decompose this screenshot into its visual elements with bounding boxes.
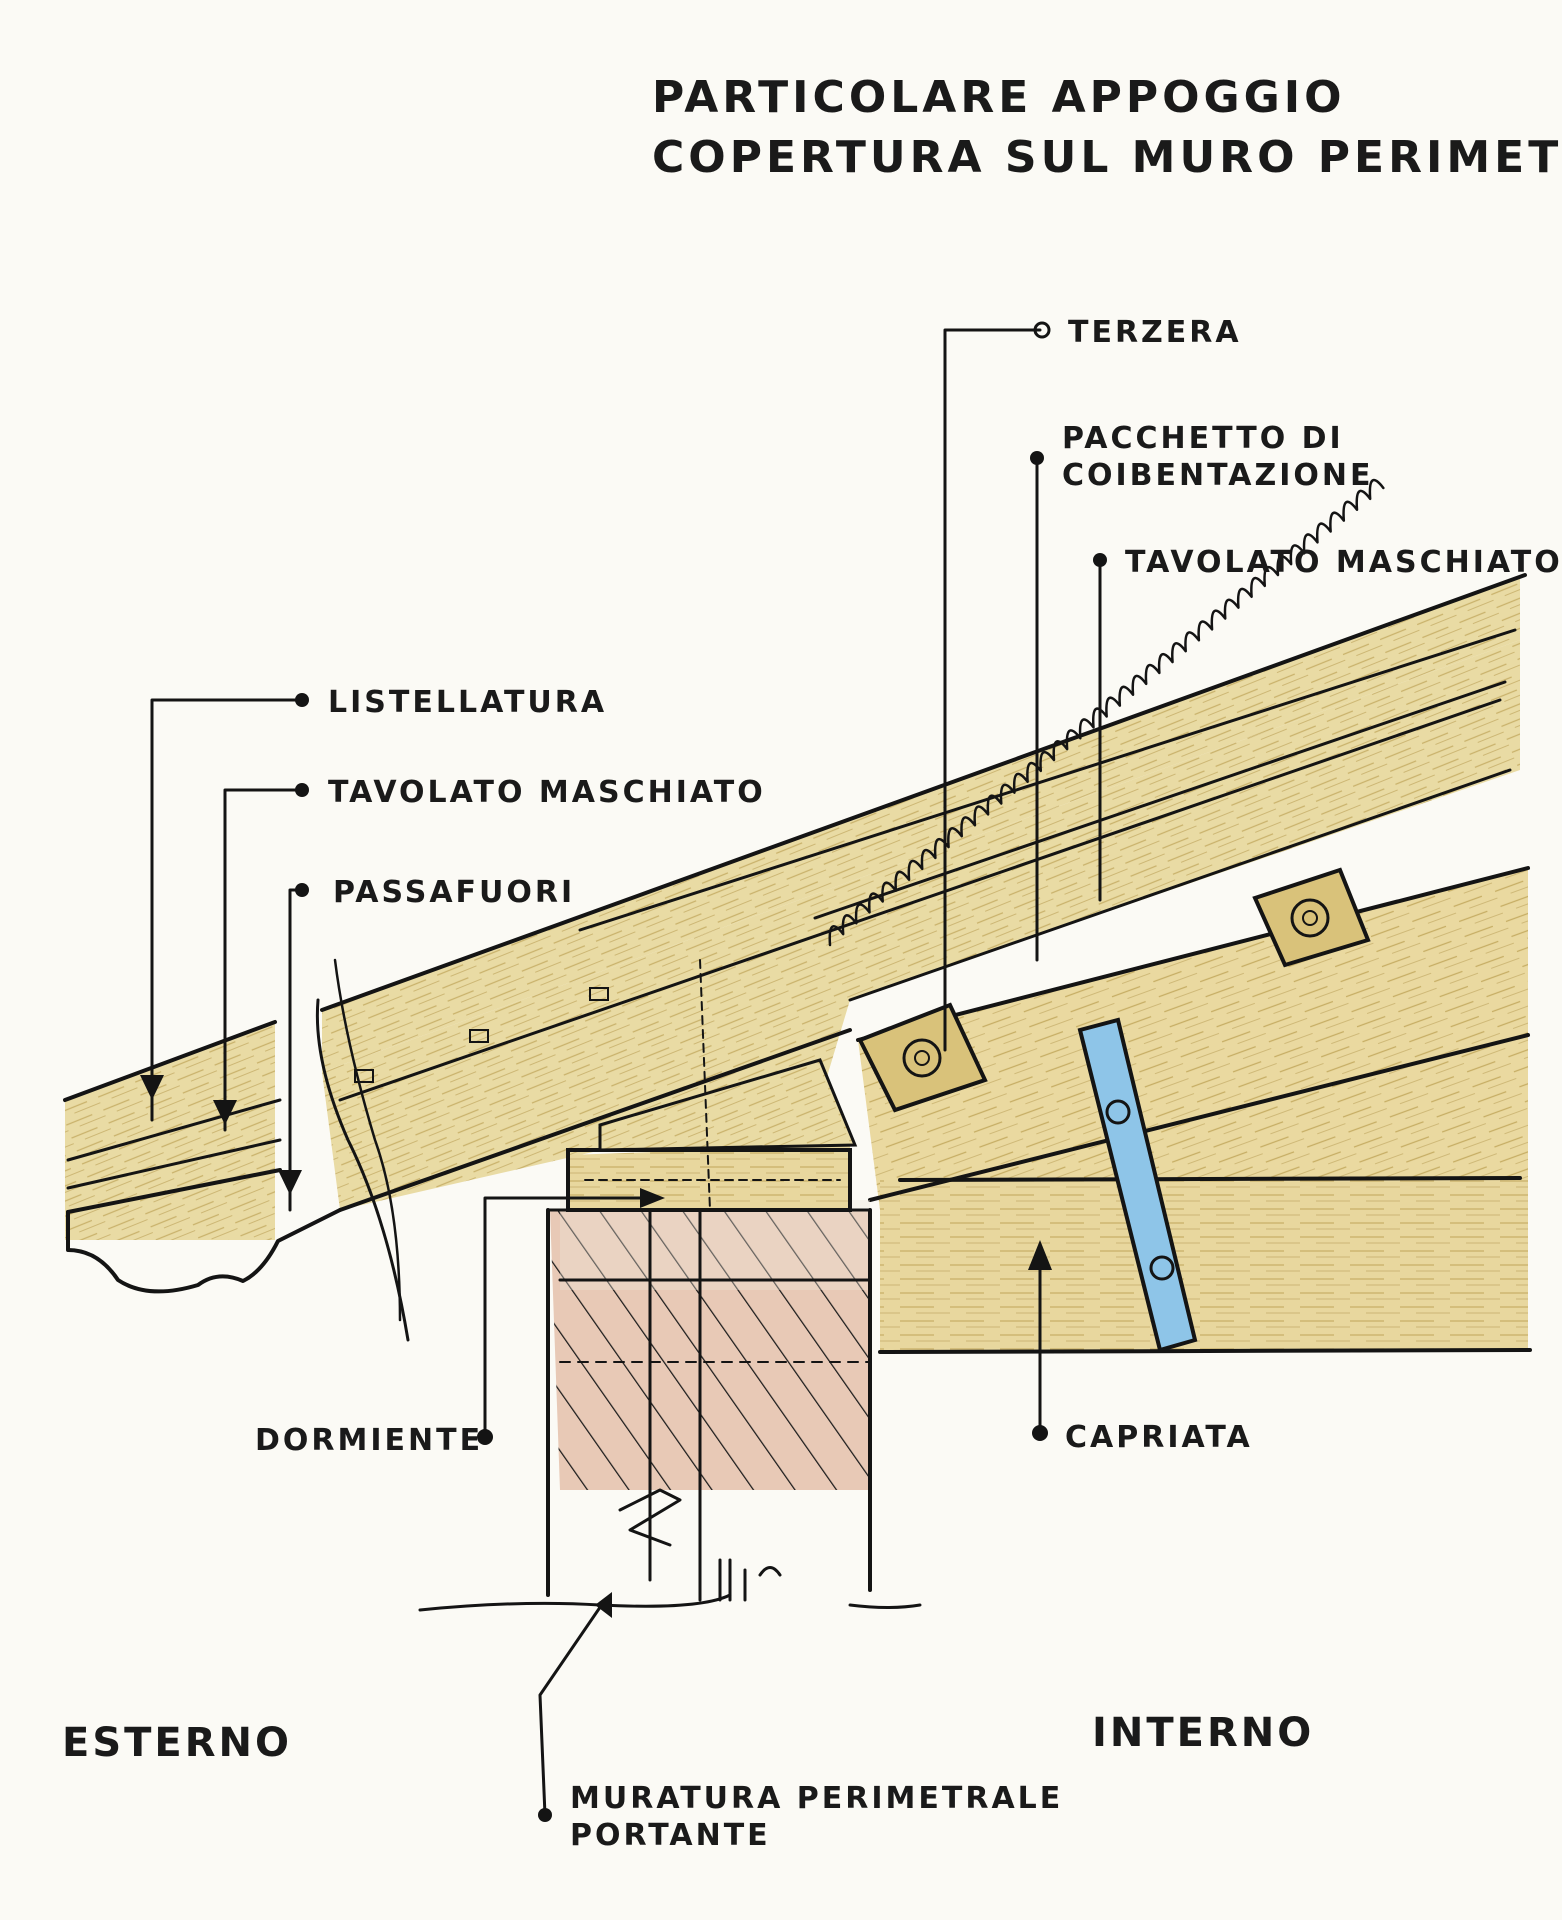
label-esterno: ESTERNO	[62, 1720, 292, 1766]
label-listellatura: LISTELLATURA	[328, 685, 607, 720]
label-tavolato-lower: TAVOLATO MASCHIATO	[328, 775, 766, 810]
terzera-purlins	[857, 867, 1371, 1113]
label-pacchetto-line-1: PACCHETTO DI	[1062, 421, 1344, 456]
label-muratura-line-2: PORTANTE	[570, 1818, 771, 1853]
metal-plate	[1077, 1017, 1198, 1353]
title-line-1: PARTICOLARE APPOGGIO	[652, 72, 1346, 123]
label-muratura-line-1: MURATURA PERIMETRALE	[570, 1781, 1063, 1816]
label-dormiente: DORMIENTE	[255, 1423, 483, 1458]
title-line-2: COPERTURA SUL MURO PERIMETRALE	[652, 132, 1562, 183]
label-capriata: CAPRIATA	[1065, 1420, 1253, 1455]
label-pacchetto-line-2: COIBENTAZIONE	[1062, 458, 1374, 493]
leader-lines	[140, 321, 1107, 1822]
label-tavolato-upper: TAVOLATO MASCHIATO	[1125, 545, 1562, 580]
dormiente-plate	[566, 959, 858, 1212]
capriata-truss	[856, 866, 1532, 1354]
roof-package	[320, 478, 1527, 1212]
eave-overhang	[63, 958, 410, 1342]
callout-labels: TERZERA PACCHETTO DI COIBENTAZIONE TAVOL…	[62, 315, 1562, 1853]
title-block: PARTICOLARE APPOGGIO COPERTURA SUL MURO …	[652, 72, 1562, 183]
label-terzera: TERZERA	[1068, 315, 1242, 350]
masonry-wall	[418, 1200, 922, 1612]
label-interno: INTERNO	[1092, 1710, 1314, 1756]
label-passafuori: PASSAFUORI	[333, 875, 575, 910]
